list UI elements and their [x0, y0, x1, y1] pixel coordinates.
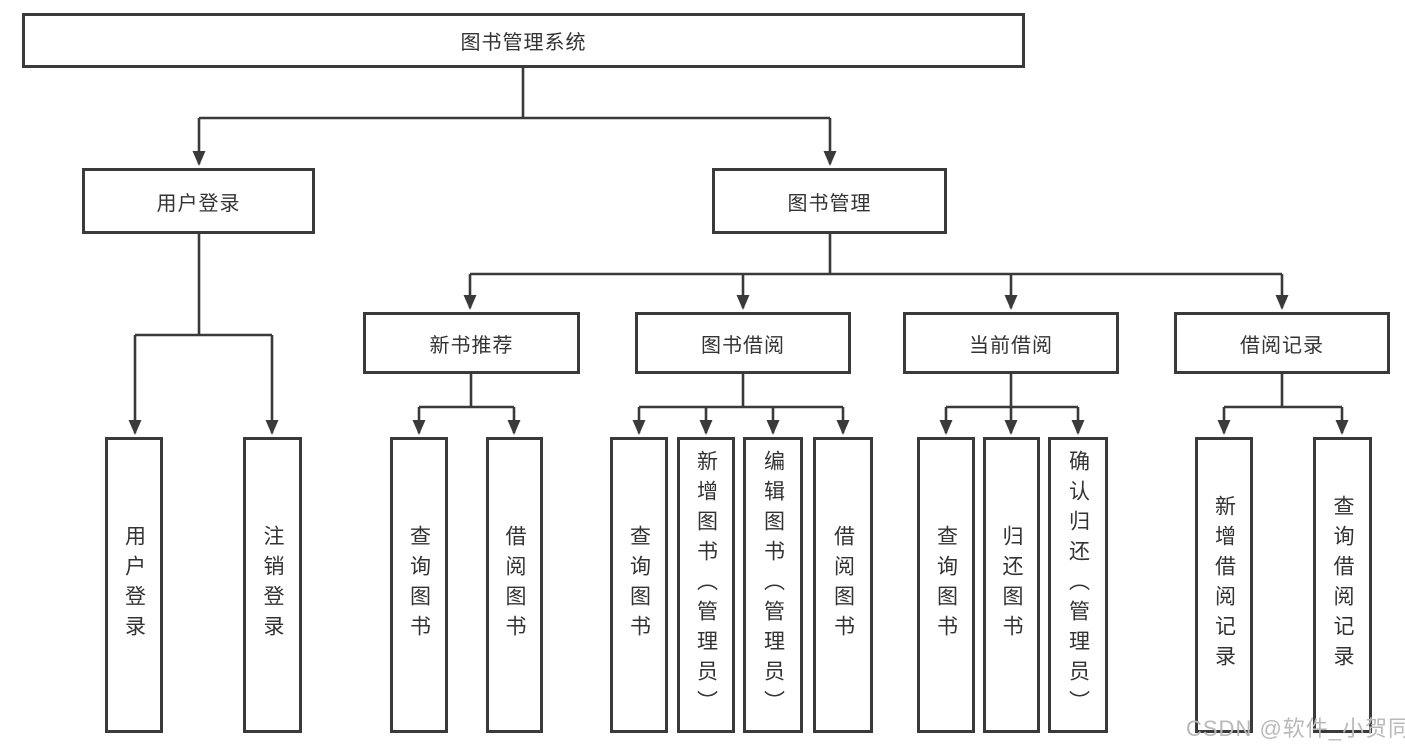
book-borrow-branch-line — [639, 374, 843, 409]
node-query-borrow-record-label: 查询借阅记录 — [1331, 495, 1354, 675]
node-add-book-admin-label: 新增图书（管理员） — [694, 450, 718, 720]
node-confirm-return-admin-leaf: 确认归还（管理员） — [1048, 437, 1108, 733]
node-borrow-book-label: 借阅图书 — [831, 525, 855, 645]
current-borrow-branch-line — [946, 374, 1078, 409]
node-logout-leaf-label: 注销登录 — [261, 525, 284, 645]
node-add-book-admin-leaf: 新增图书（管理员） — [677, 437, 735, 733]
node-current-query-leaf: 查询图书 — [917, 437, 975, 733]
book-manage-branch-line — [470, 234, 1282, 276]
node-user-login: 用户登录 — [82, 168, 315, 234]
node-book-manage-label: 图书管理 — [787, 192, 872, 215]
node-current-query-label: 查询图书 — [934, 525, 958, 645]
node-borrow-query-leaf: 查询图书 — [610, 437, 668, 733]
node-newbook-borrow-label: 借阅图书 — [503, 525, 526, 645]
node-borrow-book-leaf: 借阅图书 — [813, 437, 873, 733]
watermark: CSDN @软件_小贺同学 — [1186, 716, 1405, 741]
node-edit-book-admin-leaf: 编辑图书（管理员） — [743, 437, 803, 733]
node-book-borrow: 图书借阅 — [635, 312, 851, 374]
node-user-login-label: 用户登录 — [156, 192, 241, 215]
node-new-book-label: 新书推荐 — [429, 334, 514, 357]
borrow-record-branch-line — [1224, 374, 1342, 409]
node-root: 图书管理系统 — [22, 13, 1025, 68]
node-new-book: 新书推荐 — [363, 312, 580, 374]
node-logout-leaf: 注销登录 — [243, 437, 302, 733]
node-user-login-leaf: 用户登录 — [105, 437, 163, 733]
user-login-branch-line — [135, 234, 272, 337]
node-borrow-record: 借阅记录 — [1174, 312, 1390, 374]
node-book-manage: 图书管理 — [712, 168, 947, 234]
node-confirm-return-admin-label: 确认归还（管理员） — [1066, 450, 1090, 720]
node-borrow-record-label: 借阅记录 — [1240, 334, 1324, 357]
node-add-borrow-record-label: 新增借阅记录 — [1212, 495, 1236, 675]
node-root-label: 图书管理系统 — [460, 32, 587, 54]
node-add-borrow-record-leaf: 新增借阅记录 — [1195, 437, 1253, 733]
node-newbook-query-leaf: 查询图书 — [390, 437, 448, 733]
node-newbook-query-label: 查询图书 — [407, 525, 431, 645]
node-current-borrow-label: 当前借阅 — [969, 334, 1053, 357]
node-query-borrow-record-leaf: 查询借阅记录 — [1313, 437, 1372, 733]
node-return-book-leaf: 归还图书 — [983, 437, 1040, 733]
root-stem-line — [199, 68, 830, 120]
node-return-book-label: 归还图书 — [1000, 525, 1023, 645]
node-edit-book-admin-label: 编辑图书（管理员） — [761, 450, 785, 720]
node-current-borrow: 当前借阅 — [903, 312, 1119, 374]
node-user-login-leaf-label: 用户登录 — [122, 525, 146, 645]
node-newbook-borrow-leaf: 借阅图书 — [486, 437, 543, 733]
node-book-borrow-label: 图书借阅 — [701, 334, 785, 357]
new-book-branch-line — [419, 374, 514, 409]
node-borrow-query-label: 查询图书 — [627, 525, 651, 645]
